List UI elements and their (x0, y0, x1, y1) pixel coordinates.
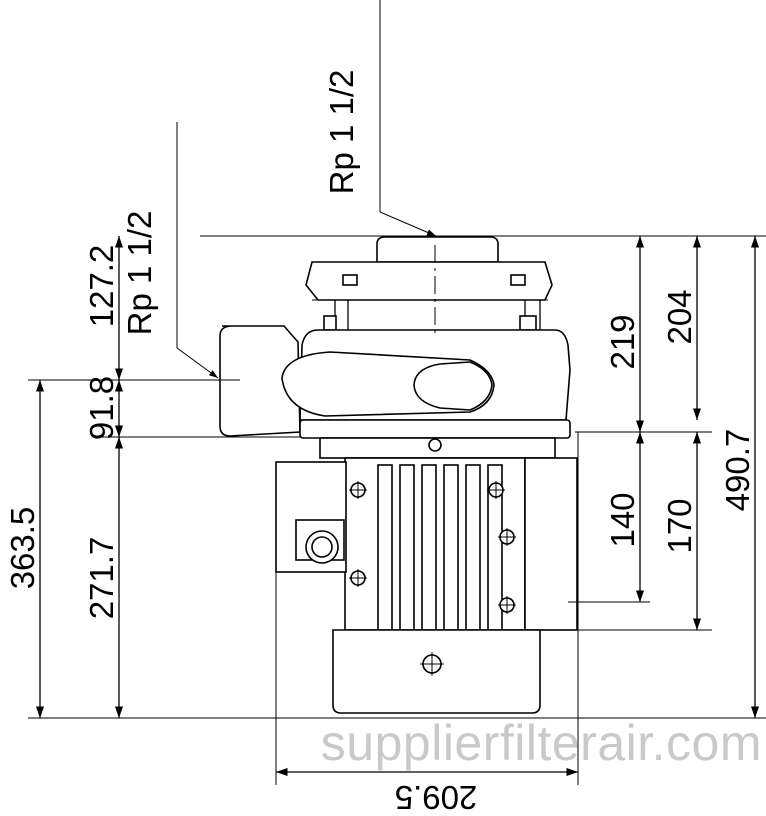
inlet-pipe-end (413, 361, 493, 411)
dim-127-2: 127.2 (83, 245, 120, 328)
nut-right (519, 315, 537, 331)
dim-204: 204 (661, 289, 698, 344)
pump-body (219, 236, 578, 714)
discharge-flange (376, 236, 499, 263)
dim-271-7: 271.7 (83, 537, 120, 620)
port-label-outlet: Rp 1 1/2 (323, 70, 360, 195)
dim-219: 219 (604, 314, 641, 369)
upper-bolt-right (510, 274, 526, 286)
dim-170: 170 (661, 498, 698, 553)
port-label-inlet: Rp 1 1/2 (121, 211, 158, 336)
dimension-labels: 127.2 Rp 1 1/2 91.8 363.5 271.7 Rp 1 1/2… (4, 70, 756, 816)
watermark: supplierfilterair.com (321, 715, 762, 771)
side-bracket (524, 457, 578, 631)
upper-bolt-left (342, 274, 358, 286)
motor-bolts (349, 481, 516, 614)
drain-plug (428, 438, 442, 452)
dim-140: 140 (604, 492, 641, 547)
dim-91-8: 91.8 (83, 376, 120, 440)
centerlines (176, 0, 437, 379)
dim-490-7: 490.7 (719, 429, 756, 512)
inlet-housing (219, 325, 301, 437)
nut-left (323, 315, 337, 331)
dim-209-5: 209.5 (395, 779, 478, 816)
dimension-lines (35, 236, 760, 777)
dim-363-5: 363.5 (4, 507, 41, 590)
base-plate (299, 419, 571, 439)
